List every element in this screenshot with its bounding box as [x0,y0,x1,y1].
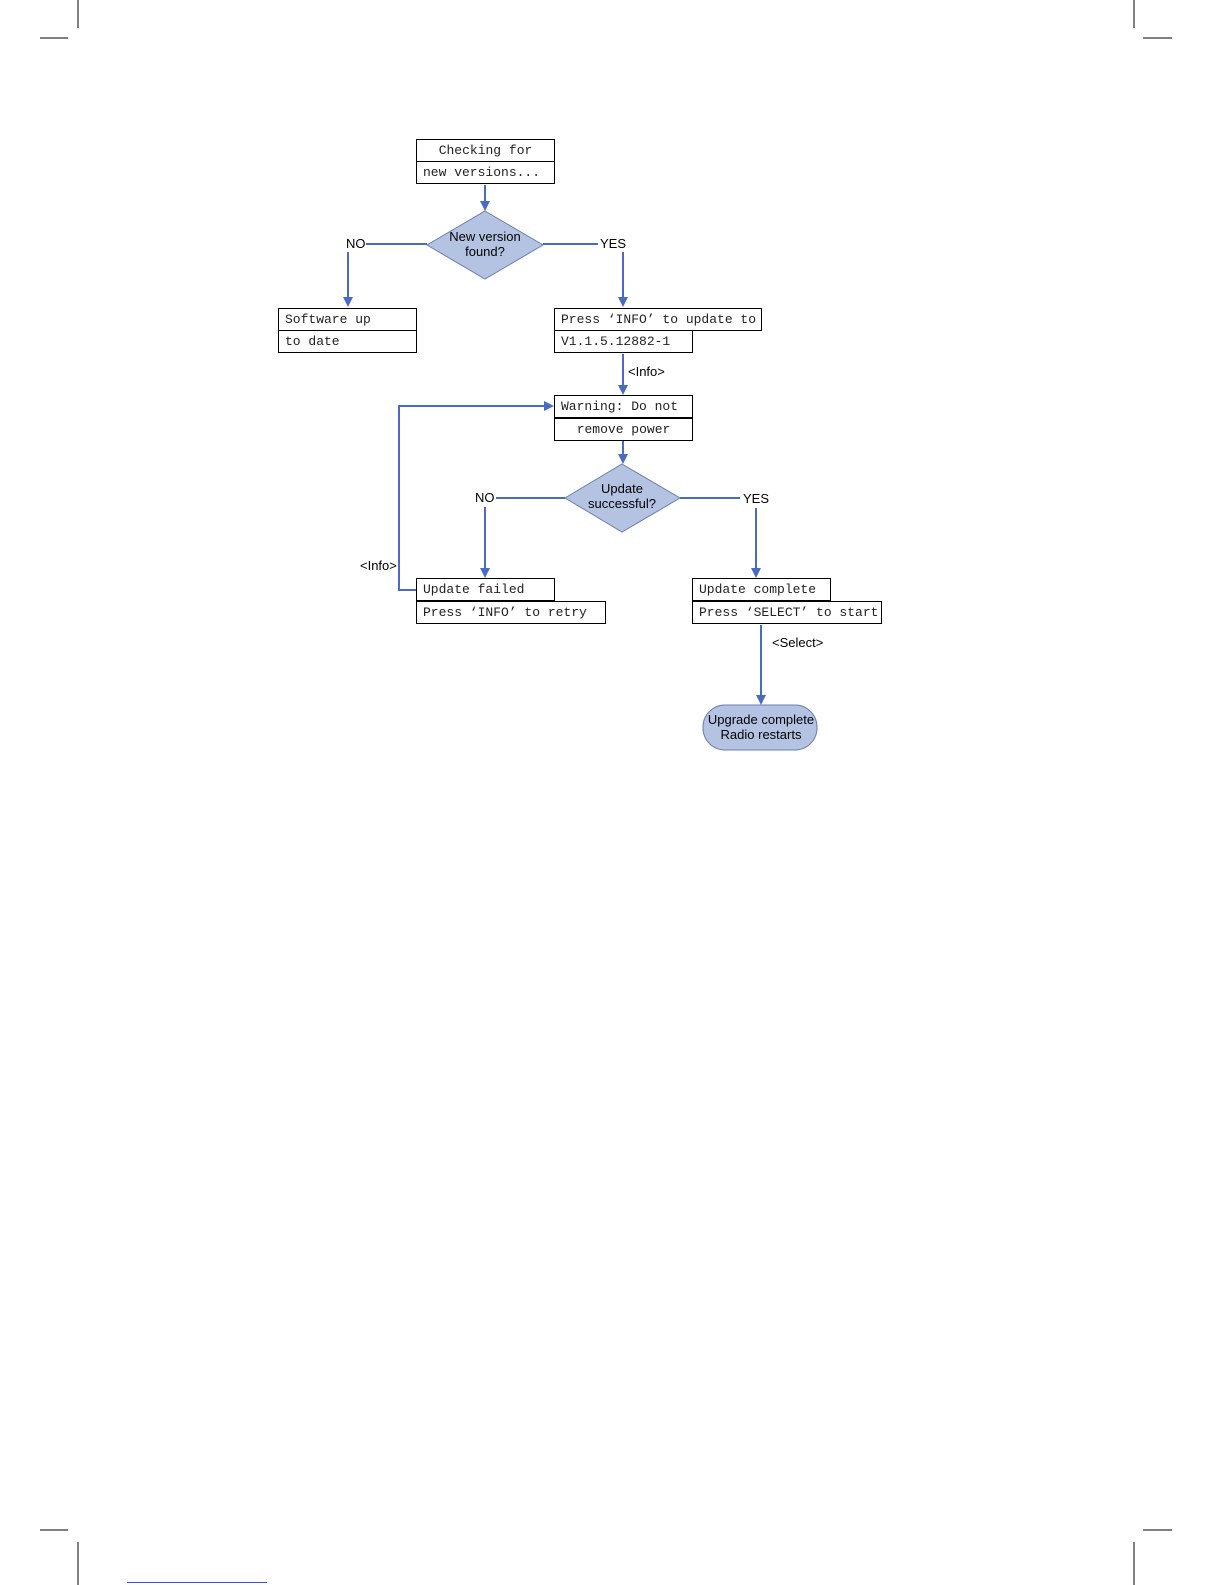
terminal-line2: Radio restarts [720,727,802,742]
lcd-press-info-line2: V1.1.5.12882-1 [554,330,693,353]
lcd-warning-line1: Warning: Do not [554,395,693,418]
lcd-failed-line2: Press ‘INFO’ to retry [416,601,606,624]
crop-marks [40,0,1172,1585]
lcd-failed-line1: Update failed [416,578,555,601]
info-edge-label: <Info> [628,364,665,379]
decision-2-line1: Update [601,481,643,496]
decision-diamond-1 [426,210,544,280]
decision-2-text: Update successful? [572,481,672,511]
select-edge-label: <Select> [772,635,824,650]
terminal-line1: Upgrade complete [707,712,815,727]
footer-link-underline [127,1582,267,1583]
lcd-complete-line1: Update complete [692,578,831,601]
lcd-checking-line1: Checking for [416,139,555,162]
decision-1-yes-label: YES [600,236,627,251]
lcd-press-info-line1: Press ‘INFO’ to update to [554,308,762,331]
lcd-complete-line2: Press ‘SELECT’ to start [692,601,882,624]
decision-1-line1: New version [449,229,521,244]
decision-2-no-label: NO [475,490,495,505]
decision-diamond-2 [564,463,681,533]
decision-2-line2: successful? [588,496,656,511]
terminal-shape [702,704,818,751]
lcd-up-to-date-line2: to date [278,330,417,353]
lcd-warning-line2: remove power [554,418,693,441]
decision-1-no-label: NO [346,236,366,251]
retry-edge-label: <Info> [360,558,397,573]
lcd-up-to-date-line1: Software up [278,308,417,331]
decision-2-yes-label: YES [743,491,770,506]
terminal-text: Upgrade complete Radio restarts [700,712,822,742]
decision-1-line2: found? [465,244,505,259]
decision-1-text: New version found? [435,229,535,259]
lcd-checking-line2: new versions... [416,161,555,184]
